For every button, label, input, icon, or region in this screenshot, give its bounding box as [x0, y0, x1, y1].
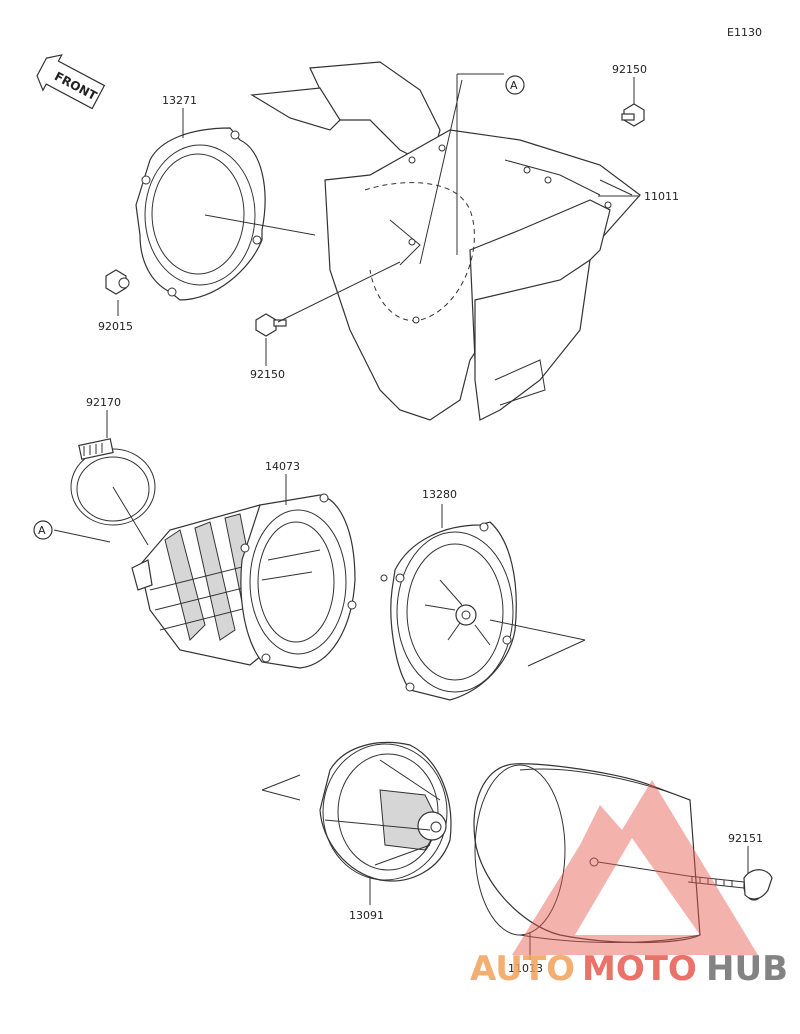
part-label-11013: 11013	[508, 962, 543, 975]
part-label-13271: 13271	[162, 94, 197, 107]
gasket-13271	[135, 127, 266, 301]
part-label-13091: 13091	[349, 909, 384, 922]
holder-13280	[380, 521, 517, 701]
wing-bolt-92151	[687, 869, 773, 901]
part-label-92015: 92015	[98, 320, 133, 333]
watermark-moto: MOTO	[582, 949, 697, 989]
part-label-14073: 14073	[265, 460, 300, 473]
element-holder-13091	[319, 741, 452, 882]
ref-marker-a-left-label: A	[38, 524, 46, 537]
clamp-92170	[70, 438, 156, 526]
air-box-housing	[250, 61, 641, 421]
filter-element-11013	[473, 763, 701, 944]
part-label-92151: 92151	[728, 832, 763, 845]
part-label-92150-top: 92150	[612, 63, 647, 76]
bolt-92150-top	[621, 103, 645, 127]
nut-92015	[105, 269, 130, 295]
watermark-hub: HUB	[706, 949, 788, 989]
ref-marker-a-top: A	[505, 75, 525, 95]
part-label-11011: 11011	[644, 190, 679, 203]
duct-14073	[131, 493, 357, 669]
leader-lines	[53, 73, 749, 960]
bolt-92150-bottom	[255, 313, 287, 337]
front-arrow: FRONT	[36, 54, 106, 110]
watermark-triangle-mark	[512, 780, 758, 955]
diagram-code: E1130	[727, 26, 762, 39]
part-label-13280: 13280	[422, 488, 457, 501]
watermark-auto: AUTO	[470, 949, 575, 989]
ref-marker-a-top-label: A	[510, 79, 518, 92]
part-label-92170: 92170	[86, 396, 121, 409]
part-label-92150-bottom: 92150	[250, 368, 285, 381]
watermark-logo: AUTO MOTO HUB	[470, 780, 788, 989]
ref-marker-a-left: A	[33, 520, 53, 540]
